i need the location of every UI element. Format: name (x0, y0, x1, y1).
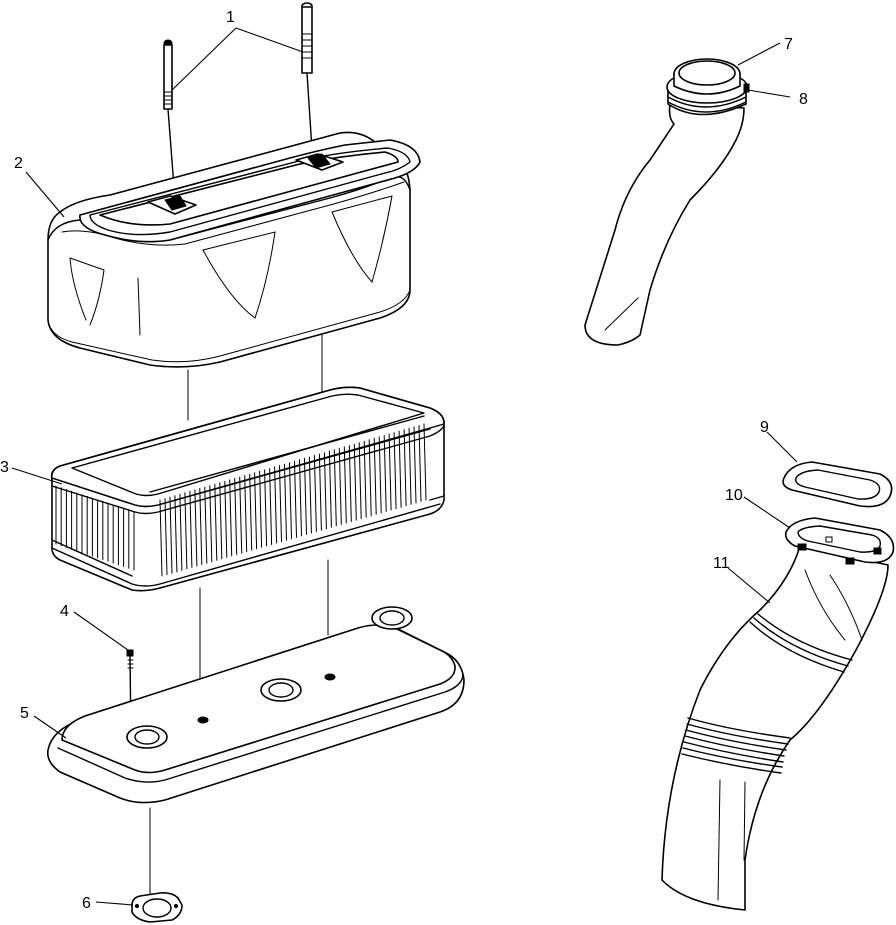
callout-10: 10 (725, 487, 743, 504)
callout-9: 9 (760, 419, 769, 436)
callout-6: 6 (82, 895, 91, 912)
callout-7: 7 (784, 36, 793, 53)
callout-8: 8 (799, 91, 808, 108)
part-10-11-lower-duct (661, 517, 895, 911)
callout-1: 1 (226, 9, 235, 26)
filter-pleats-front (55, 485, 135, 571)
part-2-airbox-cover (47, 131, 421, 368)
part-6-gasket (131, 892, 183, 923)
part-3-air-filter (50, 386, 445, 592)
assembly-alignment-lines (149, 329, 329, 897)
callout-leaders (11, 27, 798, 906)
part-1-bolts (163, 2, 314, 201)
filter-pleats (159, 423, 427, 577)
callout-labels: 1 2 3 4 5 6 7 8 9 10 11 (0, 9, 808, 912)
callout-11: 11 (713, 555, 730, 572)
callout-4: 4 (60, 603, 69, 620)
part-5-airbox-base (46, 606, 465, 804)
callout-2: 2 (14, 155, 23, 172)
part-7-8-inlet-duct (584, 58, 750, 346)
callout-3: 3 (0, 459, 9, 476)
callout-5: 5 (20, 705, 29, 722)
bolt-left (163, 39, 176, 201)
part-9-seal (782, 461, 893, 508)
